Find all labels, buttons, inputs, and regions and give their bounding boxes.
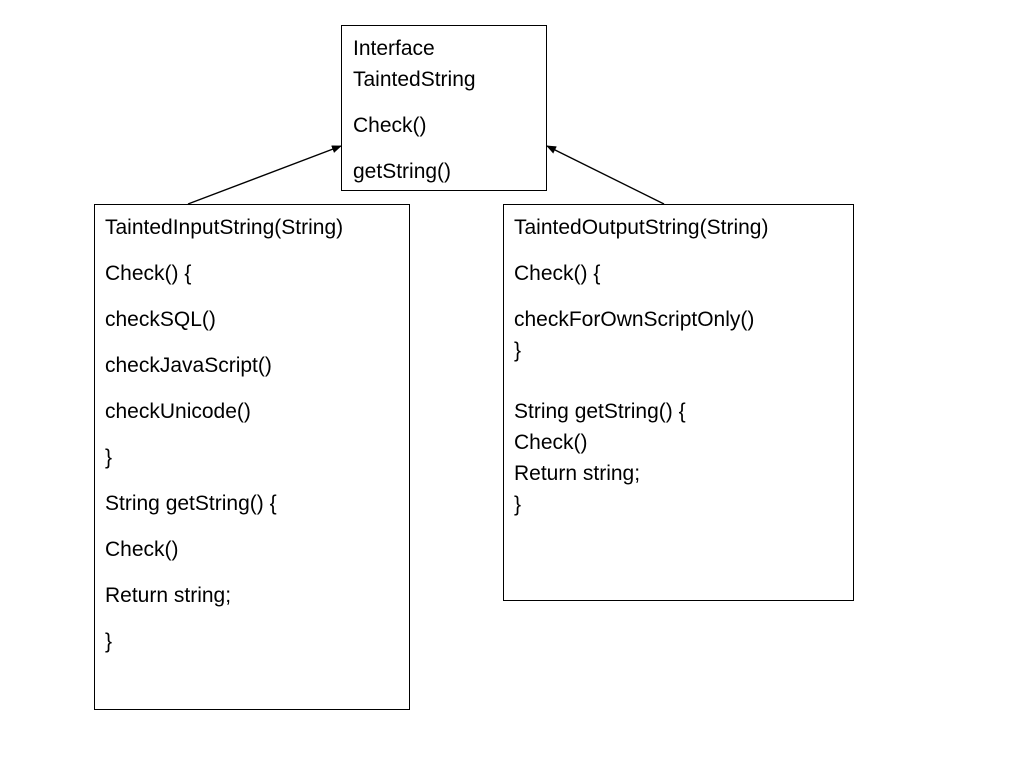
input-check-javascript: checkJavaScript() [105, 354, 272, 377]
input-to-interface-arrow [187, 145, 342, 205]
output-to-interface-arrow [546, 145, 665, 205]
input-getstring-close: } [105, 630, 113, 653]
tainted-output-string-box: TaintedOutputString(String) Check() { ch… [503, 204, 854, 601]
input-class-signature: TaintedInputString(String) [105, 216, 344, 239]
interface-method-getstring: getString() [353, 160, 452, 183]
input-check-open: Check() { [105, 262, 192, 285]
input-check-sql: checkSQL() [105, 308, 216, 331]
output-class-signature: TaintedOutputString(String) [514, 216, 769, 239]
output-getstring-open: String getString() { [514, 400, 686, 423]
input-getstring-return: Return string; [105, 584, 232, 607]
input-check-close: } [105, 446, 113, 469]
tainted-input-string-box: TaintedInputString(String) Check() { che… [94, 204, 410, 710]
output-getstring-return: Return string; [514, 462, 641, 485]
interface-method-check: Check() [353, 114, 427, 137]
output-check-close: } [514, 339, 522, 362]
input-getstring-check: Check() [105, 538, 179, 561]
input-check-unicode: checkUnicode() [105, 400, 251, 423]
input-getstring-open: String getString() { [105, 492, 277, 515]
output-check-own-script: checkForOwnScriptOnly() [514, 308, 755, 331]
interface-keyword: Interface [353, 37, 435, 60]
output-check-open: Check() { [514, 262, 601, 285]
interface-name: TaintedString [353, 68, 476, 91]
output-getstring-check: Check() [514, 431, 588, 454]
output-getstring-close: } [514, 493, 522, 516]
interface-box: Interface TaintedString Check() getStrin… [341, 25, 547, 191]
